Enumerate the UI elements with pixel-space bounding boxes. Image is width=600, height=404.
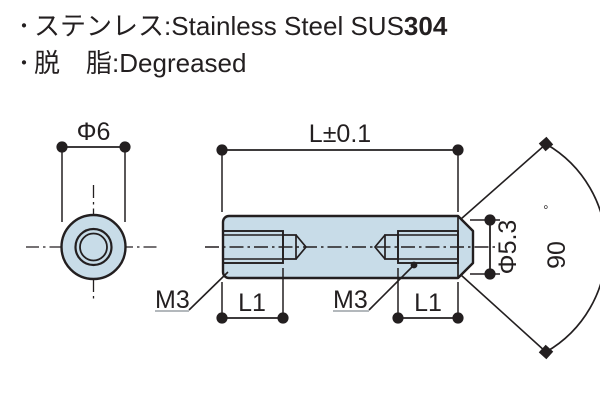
dimension-overall-length: L±0.1 <box>216 120 464 212</box>
spec-line-material: ・ステンレス:Stainless Steel SUS304 <box>14 8 594 45</box>
length-label: L±0.1 <box>309 120 371 148</box>
thread-left-drill-shank <box>283 234 297 260</box>
spec-value-material-grade: 304 <box>403 11 448 41</box>
spec-separator-2: : <box>112 48 120 78</box>
l1-right-label: L1 <box>414 289 442 317</box>
l1-left-label: L1 <box>238 289 266 317</box>
dimension-outer-diameter: Φ6 <box>56 118 131 222</box>
angle-degree-symbol: ° <box>541 204 556 209</box>
angle-leader-lower <box>460 274 554 360</box>
spec-bullet: ・ <box>14 16 34 38</box>
callout-thread-right: M3 <box>333 261 418 314</box>
phi53-label: Φ5.3 <box>494 220 522 275</box>
spec-value-material: Stainless Steel SUS <box>171 11 404 41</box>
end-view-thread-circle <box>74 227 113 267</box>
thread-right-drill-point <box>373 234 386 260</box>
m3-left-leader-line <box>188 271 229 311</box>
spec-label-treatment: 脱 脂 <box>34 48 113 78</box>
side-view <box>205 214 497 280</box>
spec-line-treatment: ・脱 脂:Degreased <box>14 45 594 82</box>
chamfer-line-top <box>457 215 474 232</box>
angle-arc <box>545 143 600 353</box>
spec-bullet-2: ・ <box>14 53 34 75</box>
chamfer-line-bottom <box>457 262 474 279</box>
specification-block: ・ステンレス:Stainless Steel SUS304 ・脱 脂:Degre… <box>14 8 594 82</box>
phi6-label: Φ6 <box>77 118 111 146</box>
m3-right-label: M3 <box>333 286 368 314</box>
angle-leader-upper <box>460 136 554 220</box>
spec-separator: : <box>164 11 172 41</box>
dimension-thread-depth-right: L1 <box>392 268 464 324</box>
end-view-bore-circle <box>79 232 108 262</box>
m3-right-leader-dot <box>410 261 418 269</box>
end-view-outer-circle <box>60 213 127 281</box>
m3-left-label: M3 <box>155 286 190 314</box>
angle-value-label: 90 <box>543 241 571 269</box>
spec-value-treatment: Degreased <box>119 48 247 78</box>
spec-label-material: ステンレス <box>34 11 165 41</box>
dimension-chamfer-angle: 90 ° <box>460 136 600 360</box>
dimension-thread-depth-left: L1 <box>216 268 289 324</box>
end-view <box>26 185 160 300</box>
callout-thread-left: M3 <box>155 271 229 314</box>
m3-right-leader-line <box>368 264 415 311</box>
dimension-chamfer-diameter: Φ5.3 <box>470 214 522 280</box>
